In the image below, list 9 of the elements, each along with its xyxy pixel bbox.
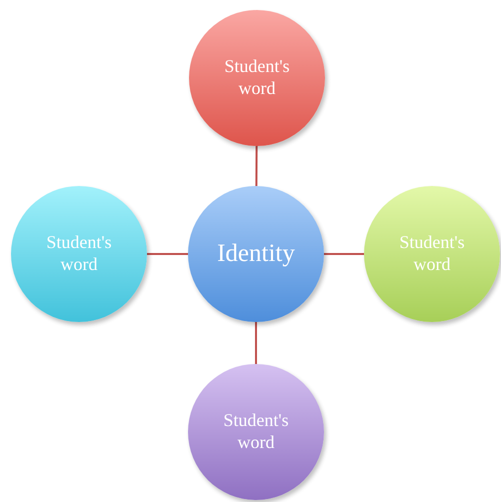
node-label: Student's word [223, 56, 291, 100]
node-label: Student's word [45, 232, 113, 276]
node-label: Identity [217, 239, 295, 269]
node-label: Student's word [222, 410, 290, 454]
node-label: Student's word [398, 232, 466, 276]
connector-line [255, 322, 257, 364]
connector-line [324, 253, 364, 255]
connector-line [255, 146, 258, 186]
connector-line [147, 253, 188, 255]
